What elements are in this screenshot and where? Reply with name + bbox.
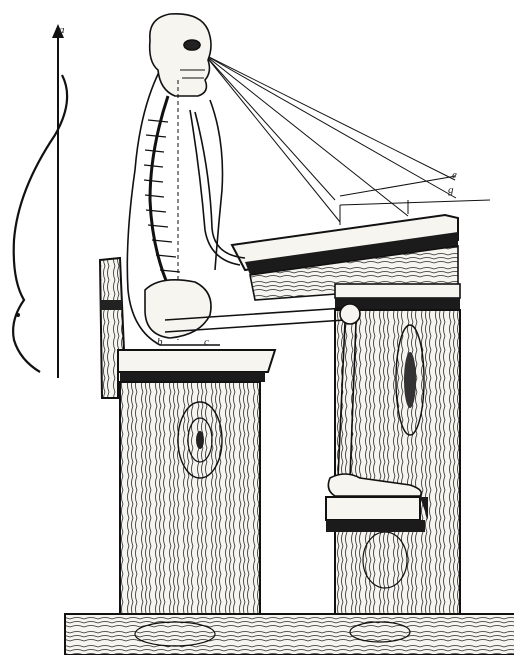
footrest (326, 497, 428, 532)
label-b: b (157, 336, 163, 348)
label-e: e (452, 169, 457, 181)
sight-lines (205, 55, 490, 225)
spine-curve-diagram (13, 24, 67, 378)
label-c: c (204, 336, 209, 348)
label-g: g (448, 184, 454, 196)
label-a: a (59, 24, 65, 36)
desk (232, 215, 460, 614)
floor-plank (65, 614, 514, 655)
